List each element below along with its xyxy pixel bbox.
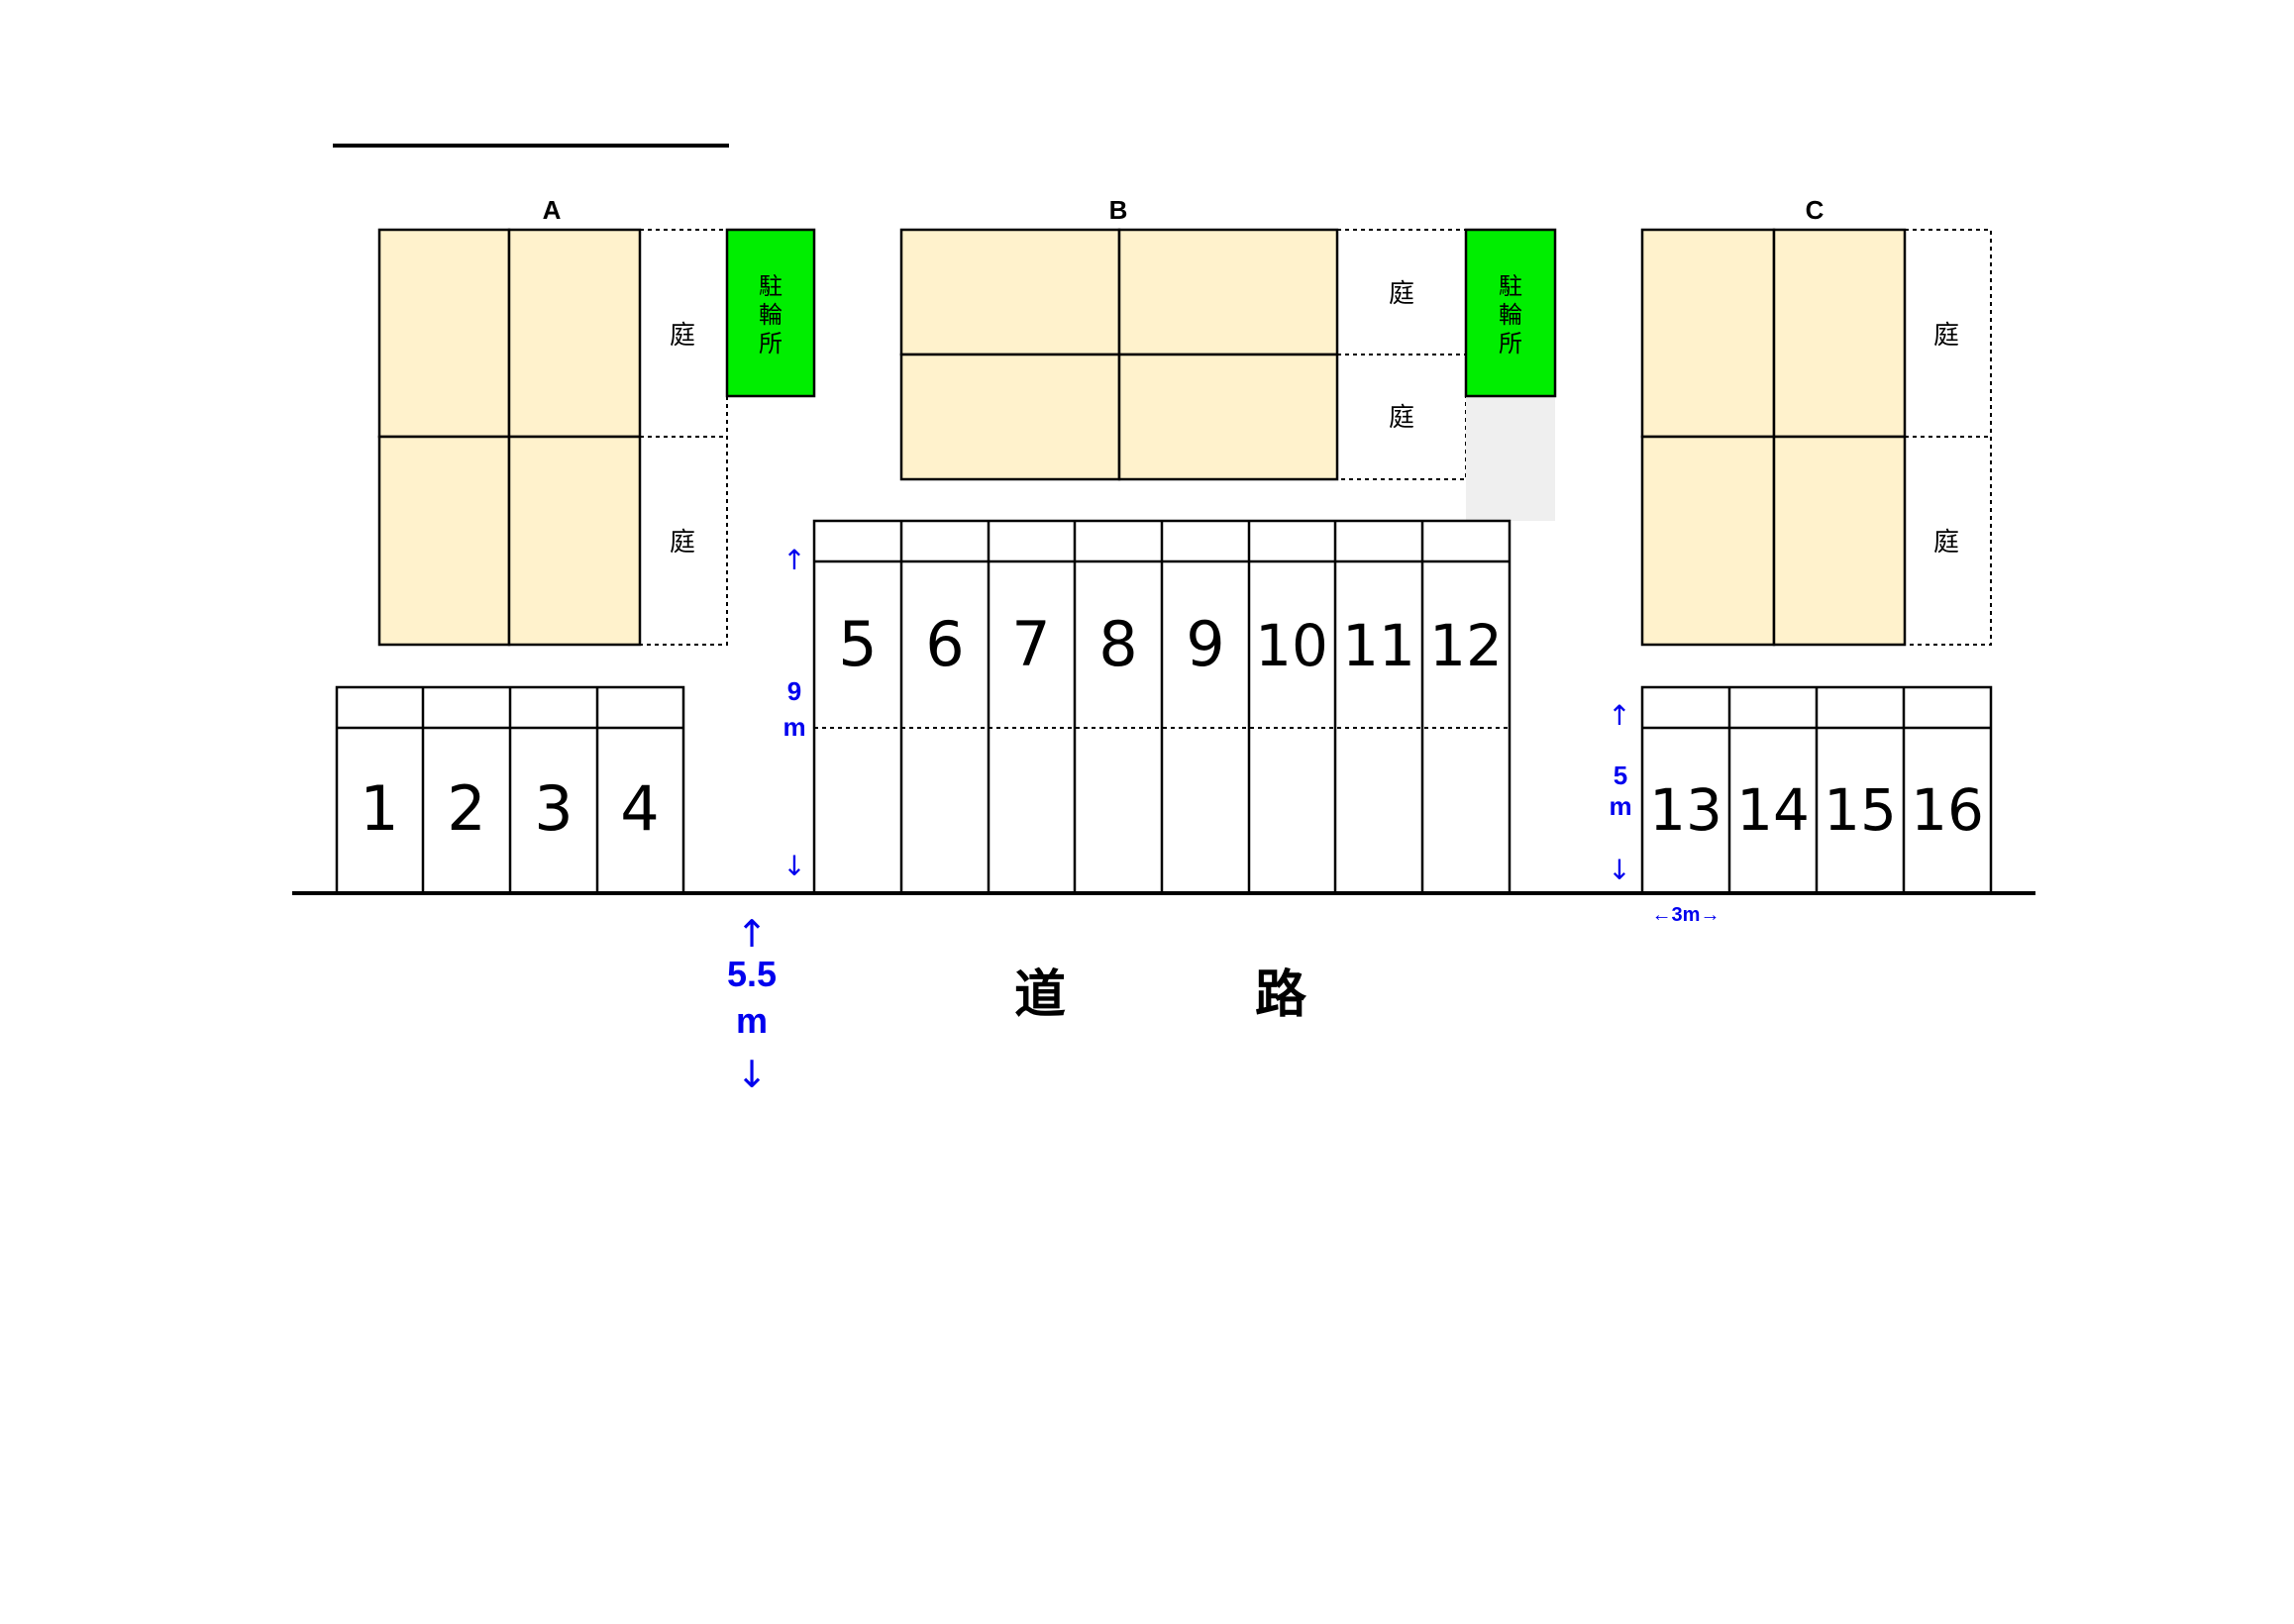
up-arrow: ↑ bbox=[782, 544, 805, 576]
bicycle-parking-char: 駐 bbox=[759, 272, 782, 300]
building-c bbox=[1640, 228, 1907, 647]
garden-label: 庭 bbox=[1389, 403, 1414, 433]
unit-c-3 bbox=[1640, 435, 1776, 647]
bicycle-parking-a bbox=[725, 228, 816, 398]
parking-space-number: 4 bbox=[620, 772, 659, 845]
building-c-label: C bbox=[1806, 195, 1825, 225]
parking-space-number: 2 bbox=[447, 772, 485, 845]
parking-space-number: 5 bbox=[838, 608, 877, 680]
building-c-gardens bbox=[1905, 229, 1992, 646]
building-a-label: A bbox=[543, 195, 562, 225]
parking-space-number: 14 bbox=[1736, 776, 1810, 844]
unit-a-4 bbox=[507, 435, 642, 647]
gray-area bbox=[1466, 396, 1555, 521]
road-label-char: 路 bbox=[1255, 965, 1307, 1025]
bicycle-parking-char: 輪 bbox=[1499, 301, 1522, 329]
garden-label: 庭 bbox=[1933, 528, 1959, 558]
unit-c-4 bbox=[1772, 435, 1907, 647]
down-arrow: ↓ bbox=[736, 1053, 768, 1096]
unit-c-2 bbox=[1772, 228, 1907, 439]
building-b-label: B bbox=[1109, 195, 1128, 225]
road-width-number: 5.5 bbox=[727, 954, 777, 994]
building-a bbox=[377, 228, 642, 647]
garden-label: 庭 bbox=[670, 528, 695, 558]
down-arrow: ↓ bbox=[1608, 854, 1630, 886]
parking-right bbox=[1640, 685, 1993, 895]
up-arrow: ↑ bbox=[1608, 699, 1630, 732]
road-width-unit: m bbox=[736, 1000, 768, 1041]
parking-space-number: 9 bbox=[1186, 608, 1224, 680]
bicycle-parking-char: 所 bbox=[759, 330, 782, 357]
garden-label: 庭 bbox=[1933, 321, 1959, 351]
unit-a-2 bbox=[507, 228, 642, 439]
parking-middle bbox=[812, 519, 1512, 895]
right-depth-unit: m bbox=[1609, 791, 1631, 821]
bicycle-parking-b bbox=[1464, 228, 1557, 398]
parking-space-number: 1 bbox=[360, 772, 398, 845]
parking-space-number: 8 bbox=[1098, 608, 1137, 680]
bicycle-parking-char: 所 bbox=[1499, 330, 1522, 357]
parking-left bbox=[335, 685, 685, 895]
parking-space-number: 7 bbox=[1011, 608, 1050, 680]
parking-space-number: 16 bbox=[1911, 776, 1984, 844]
parking-space-number: 15 bbox=[1824, 776, 1897, 844]
parking-space-number: 12 bbox=[1429, 612, 1503, 679]
unit-a-3 bbox=[377, 435, 511, 647]
down-arrow: ↓ bbox=[782, 850, 805, 882]
unit-c-1 bbox=[1640, 228, 1776, 439]
up-arrow: ↑ bbox=[736, 912, 768, 956]
middle-depth-number: 9 bbox=[787, 676, 801, 706]
middle-depth-unit: m bbox=[782, 712, 805, 742]
unit-b-4 bbox=[1117, 353, 1339, 481]
space-width-dimension: ←3m→ bbox=[1652, 904, 1720, 926]
building-b-gardens bbox=[1337, 229, 1467, 480]
bicycle-parking-char: 輪 bbox=[759, 301, 782, 329]
parking-space-number: 13 bbox=[1649, 776, 1722, 844]
parking-space-number: 3 bbox=[534, 772, 573, 845]
unit-b-2 bbox=[1117, 228, 1339, 356]
road-label-char: 道 bbox=[1014, 965, 1066, 1025]
building-b bbox=[899, 228, 1339, 481]
unit-b-1 bbox=[899, 228, 1121, 356]
unit-b-3 bbox=[899, 353, 1121, 481]
parking-space-number: 6 bbox=[925, 608, 964, 680]
parking-space-number: 10 bbox=[1255, 612, 1328, 679]
parking-space-number: 11 bbox=[1342, 612, 1415, 679]
garden-label: 庭 bbox=[1389, 279, 1414, 309]
unit-a-1 bbox=[377, 228, 511, 439]
garden-label: 庭 bbox=[670, 321, 695, 351]
building-a-gardens bbox=[640, 229, 728, 646]
right-depth-number: 5 bbox=[1614, 761, 1627, 790]
bicycle-parking-char: 駐 bbox=[1499, 272, 1522, 300]
